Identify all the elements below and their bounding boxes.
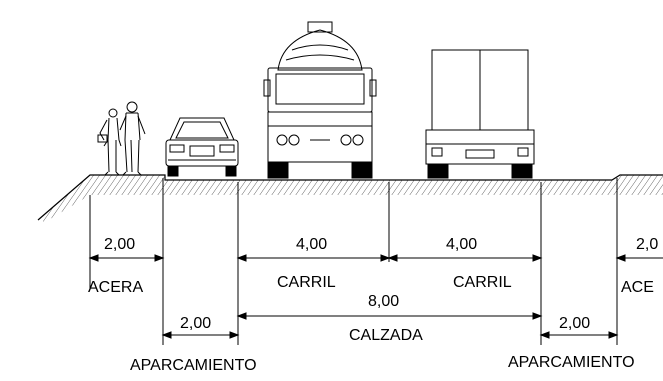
dim-carril-right: 4,00 xyxy=(446,236,477,253)
dim-carril-left: 4,00 xyxy=(296,236,327,253)
dim-aparcamiento-left: 2,00 xyxy=(180,315,211,332)
dim-acera-left: 2,00 xyxy=(104,236,135,253)
label-carril-right: CARRIL xyxy=(453,274,512,291)
reference-lines xyxy=(89,178,618,345)
label-carril-left: CARRIL xyxy=(277,274,336,291)
dim-aparcamiento-right: 2,00 xyxy=(559,315,590,332)
car-front-icon xyxy=(165,117,239,177)
pedestrians-icon xyxy=(97,101,146,176)
label-aparcamiento-left: APARCAMIENTO xyxy=(130,357,257,374)
label-calzada: CALZADA xyxy=(349,327,423,344)
label-acera-left: ACERA xyxy=(88,279,143,296)
dim-acera-right: 2,0 xyxy=(636,236,658,253)
label-aparcamiento-right: APARCAMIENTO xyxy=(508,354,635,371)
concrete-mixer-truck-icon xyxy=(263,21,377,179)
dim-calzada: 8,00 xyxy=(368,293,399,310)
box-truck-rear-icon xyxy=(425,49,535,179)
dimension-lines xyxy=(88,254,663,339)
ground-profile xyxy=(37,174,663,222)
label-acera-right: ACE xyxy=(621,279,654,296)
